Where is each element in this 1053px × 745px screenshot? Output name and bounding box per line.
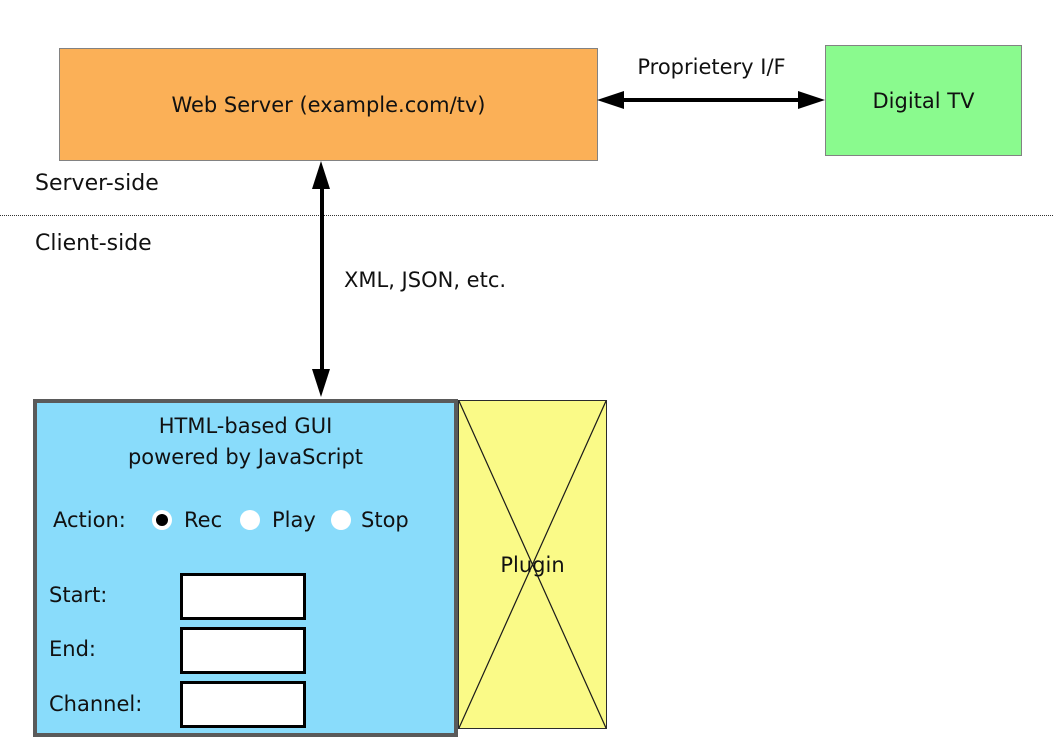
play-radio[interactable] <box>240 510 260 530</box>
horizontal-arrow-right-head-icon <box>798 91 825 109</box>
stop-radio[interactable] <box>331 510 351 530</box>
web-server-box: Web Server (example.com/tv) <box>59 48 598 161</box>
server-client-divider <box>0 215 1053 216</box>
end-label: End: <box>49 637 96 661</box>
horizontal-arrow-shaft <box>616 98 808 102</box>
plugin-box: Plugin <box>458 400 607 729</box>
rec-radio[interactable] <box>152 510 172 530</box>
channel-label: Channel: <box>49 692 143 716</box>
digital-tv-box: Digital TV <box>825 45 1022 156</box>
plugin-cross-icon <box>459 401 606 728</box>
gui-title-line1: HTML-based GUI <box>158 414 333 438</box>
end-input[interactable] <box>180 627 306 674</box>
horizontal-arrow-left-head-icon <box>597 91 624 109</box>
channel-input[interactable] <box>180 681 306 728</box>
start-input[interactable] <box>180 573 306 620</box>
data-formats-label: XML, JSON, etc. <box>344 268 507 292</box>
vertical-arrow-up-head-icon <box>312 161 330 189</box>
vertical-arrow-shaft <box>320 182 324 374</box>
client-side-label: Client-side <box>35 231 152 256</box>
start-label: Start: <box>49 583 108 607</box>
action-label: Action: <box>53 508 126 532</box>
stop-radio-label[interactable]: Stop <box>361 508 409 532</box>
web-server-label: Web Server (example.com/tv) <box>171 92 486 117</box>
server-side-label: Server-side <box>35 171 159 196</box>
plugin-label: Plugin <box>500 552 565 577</box>
rec-radio-label[interactable]: Rec <box>184 508 223 532</box>
gui-title-line2: powered by JavaScript <box>127 445 364 469</box>
play-radio-label[interactable]: Play <box>272 508 316 532</box>
vertical-arrow-down-head-icon <box>312 369 330 397</box>
digital-tv-label: Digital TV <box>872 88 975 113</box>
proprietary-interface-label: Proprietery I/F <box>637 55 786 79</box>
html-gui-box: HTML-based GUI powered by JavaScript Act… <box>33 399 458 737</box>
gui-title: HTML-based GUI powered by JavaScript <box>37 411 454 473</box>
